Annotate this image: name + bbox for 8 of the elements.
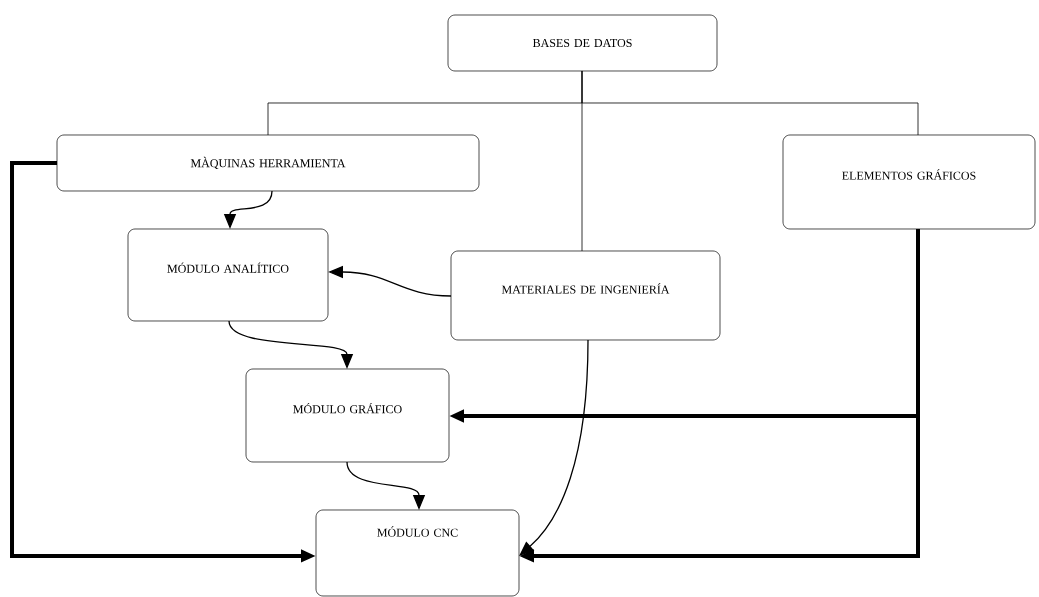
process-box: MÓDULO GRÁFICO xyxy=(245,368,450,463)
process-box: MÓDULO CNC xyxy=(315,509,520,597)
process-box: MÓDULO ANALÍTICO xyxy=(127,228,329,322)
process-box: MATERIALES DE INGENIERÍA xyxy=(450,250,721,341)
process-box: ELEMENTOS GRÁFICOS xyxy=(782,134,1036,230)
process-box: MÀQUINAS HERRAMIENTA xyxy=(56,134,480,192)
arrow xyxy=(519,339,589,556)
process-box: BASES DE DATOS xyxy=(447,14,718,72)
